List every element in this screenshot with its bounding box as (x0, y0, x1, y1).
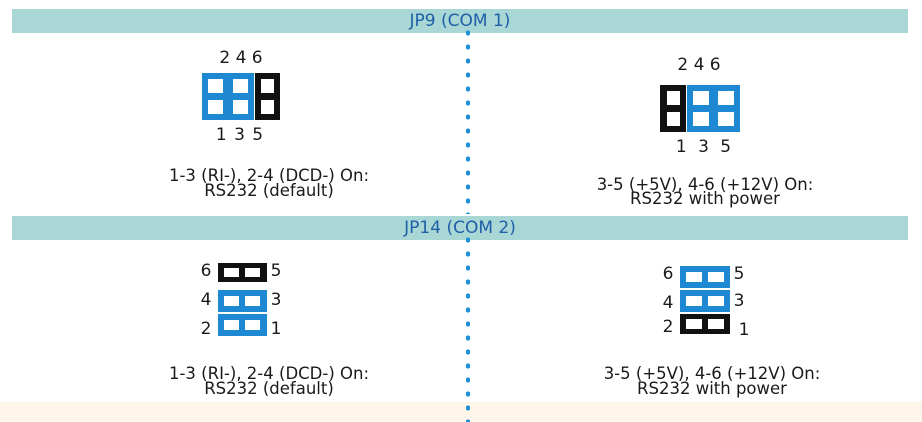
jp14-left-jumper-3-4 (218, 290, 267, 312)
jp14-right-pin-4: 4 (662, 293, 674, 313)
jp9-left-top-pins: 2 4 6 (219, 48, 263, 68)
divider-top (466, 26, 470, 214)
jp14-left-caption-line1: 1-3 (RI-), 2-4 (DCD-) On: (168, 364, 370, 383)
jp14-header: JP14 (COM 2) (12, 216, 908, 240)
jp9-header: JP9 (COM 1) (12, 9, 908, 33)
jp9-title: JP9 (COM 1) (409, 11, 511, 31)
jp9-left-pins-5-6 (255, 73, 280, 120)
jp9-right-top-pins: 2 4 6 (677, 55, 721, 75)
jp14-right-pins-1-2 (680, 314, 730, 334)
jp14-left-pin-6: 6 (200, 261, 212, 281)
jp14-right-caption-line1: 3-5 (+5V), 4-6 (+12V) On: (603, 364, 821, 383)
jp14-right-jumper-5-6 (680, 266, 730, 288)
bottom-area (0, 402, 922, 422)
jp9-left-jumper-2-4 (227, 73, 254, 120)
jp9-right-bottom-pins: 1 3 5 (675, 137, 735, 157)
jp14-right-pin-2: 2 (662, 317, 674, 337)
jp14-left-pin-2: 2 (200, 319, 212, 339)
jp14-left-pin-3: 3 (270, 290, 282, 310)
jp14-left-pins-5-6 (218, 263, 267, 282)
jp9-left-caption-line2: RS232 (default) (204, 181, 334, 200)
jp14-right-caption-line2: RS232 with power (637, 379, 787, 398)
jp14-left-jumper-1-2 (218, 314, 267, 336)
jp14-left-caption-line2: RS232 (default) (204, 379, 334, 398)
jp14-right-pin-6: 6 (662, 264, 674, 284)
jp9-right-caption-line1: 3-5 (+5V), 4-6 (+12V) On: (596, 175, 814, 194)
jp14-left-pin-4: 4 (200, 290, 212, 310)
jp9-right-jumper-4-6 (712, 85, 740, 132)
jp14-right-jumper-3-4 (680, 290, 730, 312)
jp9-right-pins-1-2 (660, 85, 686, 132)
jp9-right-jumper-3-5 (687, 85, 715, 132)
jp14-right-pin-3: 3 (733, 291, 745, 311)
jp14-right-pin-5: 5 (733, 264, 745, 284)
jp9-left-caption-line1: 1-3 (RI-), 2-4 (DCD-) On: (168, 166, 370, 185)
jp9-left-jumper-1-3 (202, 73, 229, 120)
jp14-left-pin-1: 1 (270, 319, 282, 339)
divider-bottom (466, 233, 470, 422)
jp14-right-pin-1: 1 (738, 320, 750, 340)
jp9-right-caption-line2: RS232 with power (630, 189, 780, 208)
jp14-left-pin-5: 5 (270, 261, 282, 281)
jp14-title: JP14 (COM 2) (404, 218, 516, 238)
jp9-left-bottom-pins: 1 3 5 (215, 125, 265, 145)
